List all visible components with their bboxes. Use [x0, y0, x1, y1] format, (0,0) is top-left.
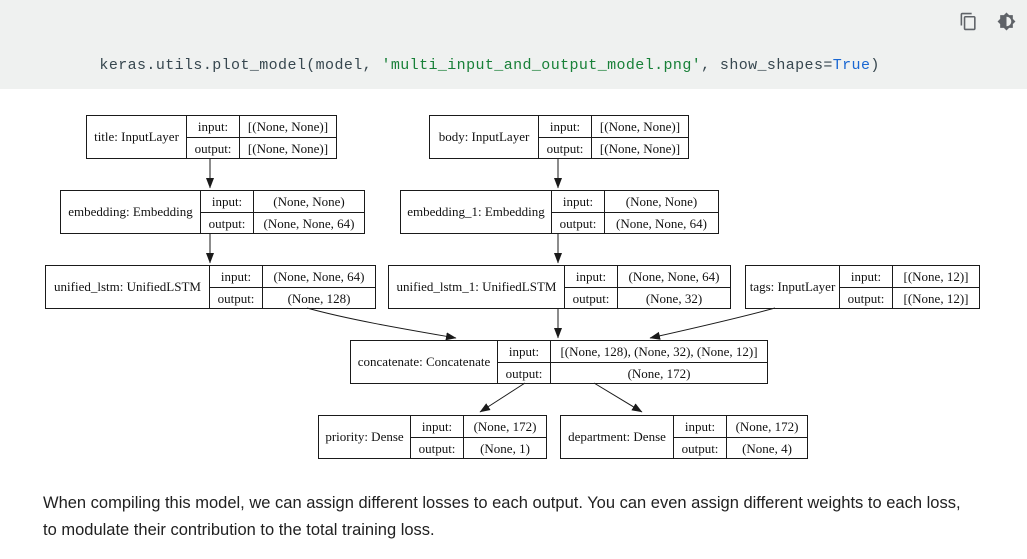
brightness-theme-icon[interactable] — [995, 10, 1017, 32]
input-shape: [(None, None)] — [599, 119, 681, 134]
node-label: concatenate: Concatenate — [357, 354, 491, 369]
input-shape: [(None, 128), (None, 32), (None, 12)] — [560, 344, 758, 359]
cell-toolbar — [957, 10, 1017, 32]
input-label: input: — [850, 269, 882, 284]
output-label: output: — [565, 287, 617, 308]
output-shape: (None, 128) — [263, 287, 375, 308]
copy-icon[interactable] — [957, 10, 979, 32]
output-label: output: — [674, 437, 726, 458]
output-label: output: — [187, 137, 239, 158]
code-line[interactable]: keras.utils.plot_model(model, 'multi_inp… — [43, 40, 880, 91]
caption-text: When compiling this model, we can assign… — [43, 494, 961, 539]
node-department: department: Dense input: output: (None, 1… — [560, 415, 808, 459]
node-concatenate: concatenate: Concatenate input: output: [… — [350, 340, 768, 384]
output-label: output: — [552, 212, 604, 233]
input-shape: (None, None) — [625, 194, 698, 209]
node-embedding: embedding: Embedding input: output: (None… — [60, 190, 365, 234]
code-string-literal: 'multi_input_and_output_model.png' — [381, 57, 702, 74]
output-shape: (None, None, 64) — [605, 212, 718, 233]
input-label: input: — [549, 119, 581, 134]
output-shape: (None, 32) — [618, 287, 730, 308]
input-shape: [(None, None)] — [247, 119, 329, 134]
node-label: tags: InputLayer — [749, 279, 836, 294]
output-shape: (None, 4) — [727, 437, 807, 458]
input-shape: (None, None, 64) — [273, 269, 365, 284]
node-unified-lstm: unified_lstm: UnifiedLSTM input:output: … — [45, 265, 376, 309]
output-label: output: — [498, 362, 550, 383]
input-shape: (None, None) — [273, 194, 345, 209]
input-shape: [(None, 12)] — [903, 269, 969, 284]
input-label: input: — [684, 419, 716, 434]
node-unified-lstm-1: unified_lstm_1: UnifiedLSTM input: output… — [388, 265, 731, 309]
code-cell[interactable]: keras.utils.plot_model(model, 'multi_inp… — [0, 0, 1027, 89]
input-shape: (None, 172) — [735, 419, 799, 434]
input-label: input: — [197, 119, 229, 134]
output-label: output: — [201, 212, 253, 233]
node-label: unified_lstm_1: UnifiedLSTM — [396, 279, 557, 294]
input-label: input: — [562, 194, 594, 209]
node-label: embedding: Embedding — [68, 204, 193, 219]
input-shape: (None, None, 64) — [628, 269, 720, 284]
output-shape: [(None, None)] — [240, 137, 336, 158]
input-label: input: — [421, 419, 453, 434]
edge-tags-concatenate — [649, 307, 776, 340]
output-label: output: — [210, 287, 262, 308]
node-body: body: InputLayer input: output: [(None, N… — [429, 115, 689, 159]
output-shape: (None, 1) — [464, 437, 546, 458]
output-shape: (None, None, 64) — [254, 212, 364, 233]
node-label: embedding_1: Embedding — [407, 204, 545, 219]
node-label: priority: Dense — [325, 429, 404, 444]
edge-concatenate-department — [593, 382, 643, 413]
output-shape: [(None, None)] — [592, 137, 688, 158]
node-title: title: InputLayer input: output: [(None, … — [86, 115, 337, 159]
node-tags: tags: InputLayer input: output: [(None, 1… — [745, 265, 980, 309]
output-label: output: — [840, 287, 892, 308]
output-shape: (None, 172) — [551, 362, 767, 383]
code-text: ) — [870, 57, 880, 74]
input-label: input: — [211, 194, 243, 209]
code-text: keras.utils.plot_model(model, — [99, 57, 382, 74]
edge-concatenate-priority — [479, 382, 526, 413]
output-label: output: — [539, 137, 591, 158]
node-label: department: Dense — [568, 429, 666, 444]
edge-unified-lstm-concatenate — [306, 307, 457, 341]
code-keyword: True — [832, 57, 871, 74]
input-shape: (None, 172) — [473, 419, 537, 434]
code-text: , show_shapes= — [701, 57, 833, 74]
output-label: output: — [411, 437, 463, 458]
node-label: title: InputLayer — [94, 129, 179, 144]
output-shape: [(None, 12)] — [893, 287, 979, 308]
node-priority: priority: Dense input: output: (None, 172… — [318, 415, 547, 459]
node-label: unified_lstm: UnifiedLSTM — [54, 279, 201, 294]
input-label: input: — [508, 344, 540, 359]
node-embedding-1: embedding_1: Embedding input: output: (No… — [400, 190, 719, 234]
node-label: body: InputLayer — [438, 129, 530, 144]
input-label: input: — [575, 269, 607, 284]
input-label: input: — [220, 269, 252, 284]
